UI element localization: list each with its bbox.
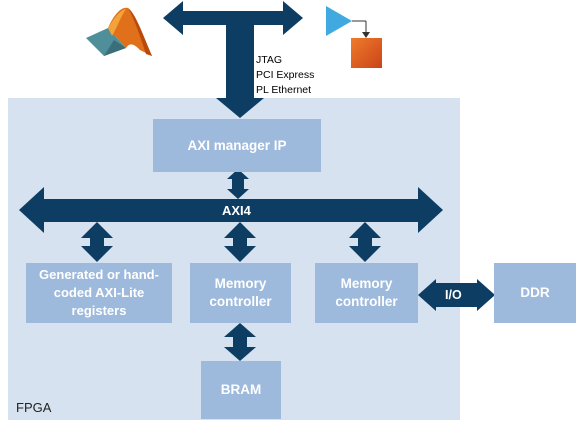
ddr-block: DDR	[494, 263, 576, 323]
interface-list: JTAG PCI Express PL Ethernet	[256, 53, 314, 98]
memory-controller-1-block: Memory controller	[190, 263, 291, 323]
bram-label: BRAM	[220, 382, 262, 397]
axi-lite-registers-block: Generated or hand-coded AXI-Lite registe…	[26, 263, 172, 323]
axi4-bus-arrow	[19, 187, 443, 233]
matlab-logo-icon	[86, 7, 152, 56]
simulink-block-icon	[326, 6, 382, 68]
axi-manager-label: AXI manager IP	[187, 137, 287, 153]
host-bus-arrow	[163, 1, 303, 35]
memory-controller-2-block: Memory controller	[315, 263, 418, 323]
io-arrow	[418, 279, 495, 311]
bus-to-memory-controller-2-arrow	[349, 222, 381, 262]
axi-manager-block: AXI manager IP	[153, 119, 321, 172]
bus-to-axi-lite-arrow	[81, 222, 113, 262]
interface-pci-express: PCI Express	[256, 69, 315, 81]
host-to-axi-manager-arrow	[216, 25, 264, 118]
memory-controller-1-label: Memory controller	[209, 276, 272, 309]
bus-to-memory-controller-1-arrow	[224, 222, 256, 262]
axi-lite-registers-label: Generated or hand-coded AXI-Lite registe…	[39, 267, 159, 318]
memory-controller-2-label: Memory controller	[335, 276, 398, 309]
io-label: I/O	[445, 288, 462, 302]
fpga-label: FPGA	[16, 400, 52, 415]
memory-controller-to-bram-arrow	[224, 323, 256, 361]
ddr-label: DDR	[520, 285, 550, 300]
bram-block: BRAM	[201, 361, 281, 419]
interface-jtag: JTAG	[256, 54, 283, 66]
axi4-bus-label: AXI4	[222, 203, 251, 218]
interface-pl-ethernet: PL Ethernet	[256, 84, 312, 96]
manager-bus-arrow	[227, 169, 249, 199]
